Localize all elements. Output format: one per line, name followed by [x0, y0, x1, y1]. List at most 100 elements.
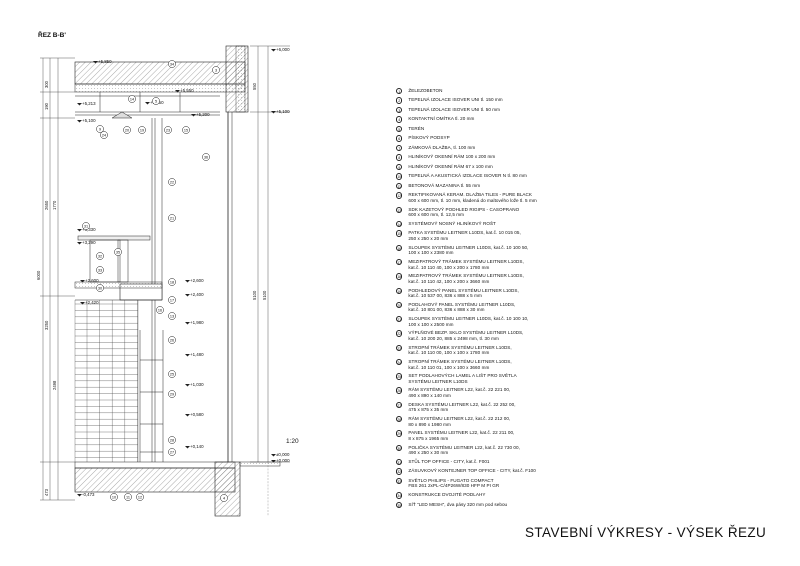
- dimension-label: 190: [44, 102, 49, 110]
- callout-marker: 26: [168, 336, 176, 344]
- elevation-label: +0,580: [190, 412, 204, 417]
- callout-number: 29: [170, 392, 174, 396]
- elevation-marker: [185, 446, 190, 449]
- callout-marker: 32: [96, 252, 104, 260]
- roof-slab-insulation: [74, 83, 246, 93]
- callout-number: 18: [170, 280, 174, 284]
- elevation-marker: [77, 242, 82, 245]
- callout-number: 30: [98, 286, 102, 290]
- elevation-label: +0,140: [190, 444, 204, 449]
- elevation-label: +3,330: [82, 227, 96, 232]
- dimension-label: 3250: [44, 320, 49, 330]
- legend-item: 23 STROPNÍ TRÁMEK SYSTÉMU LEITNER L10DS, …: [396, 344, 626, 356]
- legend-item-number: 7: [396, 144, 403, 152]
- legend-item-text: MEZIPATROVÝ TRÁMEK SYSTÉMU LEITNER L10DS…: [408, 258, 524, 270]
- dimension-label: 5100: [262, 290, 267, 300]
- legend-item-number: 23: [396, 344, 403, 352]
- callout-marker: 28: [168, 436, 176, 444]
- callout-marker: 31: [82, 222, 90, 230]
- callout-marker: 22: [168, 178, 176, 186]
- legend-item: 17 MEZIPATROVÝ TRÁMEK SYSTÉMU LEITNER L10…: [396, 258, 626, 270]
- elevation-label: +0,000: [276, 458, 290, 463]
- elevation-marker: [77, 103, 82, 106]
- elevation-marker: [77, 494, 82, 497]
- callout-number: 26: [170, 338, 174, 342]
- legend-item-number: 6: [396, 135, 403, 142]
- callout-marker: 14: [128, 95, 136, 103]
- callout-marker: 29: [168, 390, 176, 398]
- legend-item-number: 13: [396, 206, 403, 213]
- legend-item-text: BETONOVÁ MAZANINA tl. 55 mm: [408, 182, 481, 188]
- callout-number: 3: [215, 68, 217, 72]
- elevation-marker: [77, 120, 82, 123]
- callout-number: 31: [84, 224, 88, 228]
- elevation-marker: [271, 49, 276, 52]
- floor-finish: [74, 461, 236, 469]
- callout-number: 19: [140, 128, 144, 132]
- callout-number: 9: [99, 127, 101, 131]
- legend-item-text: TEPELNÁ IZOLACE ISOVER UNI tl. 50 mm: [408, 106, 501, 112]
- legend-item-number: 17: [396, 258, 403, 266]
- elevation-label: +5,100: [82, 118, 96, 123]
- legend-item-number: 2: [396, 97, 403, 104]
- elevation-label: +6,000: [276, 47, 290, 52]
- legend-item-text: STROPNÍ TRÁMEK SYSTÉMU LEITNER L10DS, ka…: [408, 358, 512, 370]
- callout-number: 13: [170, 314, 174, 318]
- legend-item-number: 5: [396, 125, 403, 133]
- callout-marker: 30: [96, 284, 104, 292]
- callout-number: 20: [125, 128, 129, 132]
- legend-item-text: STROPNÍ TRÁMEK SYSTÉMU LEITNER L10DS, ka…: [408, 344, 512, 356]
- dimension-label: 473: [44, 488, 49, 496]
- legend-item-number: 19: [396, 287, 403, 294]
- elevation-marker: [185, 414, 190, 417]
- callout-number: 24: [102, 133, 106, 137]
- legend-item-text: MEZIPATROVÝ TRÁMEK SYSTÉMU LEITNER L10DS…: [408, 273, 524, 284]
- callout-number: 12: [138, 495, 142, 499]
- elevation-marker: [185, 354, 190, 357]
- callout-marker: 11: [124, 493, 132, 501]
- legend-item-text: TEPELNÁ A AKUSTICKÁ IZOLACE ISOVER N tl.…: [408, 173, 527, 179]
- legend-item-text: ZÁMKOVÁ DLAŽBA, tl. 100 mm: [408, 144, 476, 150]
- callout-marker: 27: [168, 448, 176, 456]
- callout-number: 16: [158, 308, 162, 312]
- legend-item-text: TEPELNÁ IZOLACE ISOVER UNI tl. 150 mm: [408, 97, 503, 103]
- scale-label: 1:20: [286, 438, 299, 445]
- legend-item-number: 28: [396, 416, 403, 423]
- callout-marker: 4: [220, 494, 228, 502]
- legend-item-text: PANEL SYSTÉMU LEITNER L22, kat.č. 22 211…: [408, 430, 515, 441]
- legend-item-number: 15: [396, 230, 403, 237]
- legend-item-number: 11: [396, 182, 403, 190]
- callout-number: 36: [204, 155, 208, 159]
- legend-item-text: REKTIFIKOVANÁ KERAM. DLAŽBA TILES - PURE…: [408, 192, 537, 203]
- legend-item-number: 20: [396, 301, 403, 309]
- callout-marker: 25: [168, 370, 176, 378]
- legend-item: 6 PÍSKOVÝ PODSYP: [396, 135, 626, 142]
- legend-item-number: 26: [396, 387, 403, 394]
- legend-item-number: 9: [396, 163, 403, 171]
- elevation-label: +5,200: [196, 112, 210, 117]
- legend-item-text: PÍSKOVÝ PODSYP: [408, 135, 450, 141]
- legend-item-text: SLOUPEK SYSTÉMU LEITNER L10DS, kat.č. 10…: [408, 244, 529, 256]
- elevation-marker: [93, 61, 98, 64]
- legend-item-number: 21: [396, 316, 403, 323]
- legend-item-text: SÍŤ "LED MESH", dva pásy 320 mm pod sebo…: [408, 501, 508, 507]
- legend-item-text: RÁM SYSTÉMU LEITNER L22, kat.č. 22 212 0…: [408, 416, 511, 427]
- elevation-label: +2,600: [85, 278, 99, 283]
- elevation-label: -0,473: [82, 492, 95, 497]
- callout-marker: 15: [182, 126, 190, 134]
- callout-marker: 16: [156, 306, 164, 314]
- callout-number: 27: [170, 450, 174, 454]
